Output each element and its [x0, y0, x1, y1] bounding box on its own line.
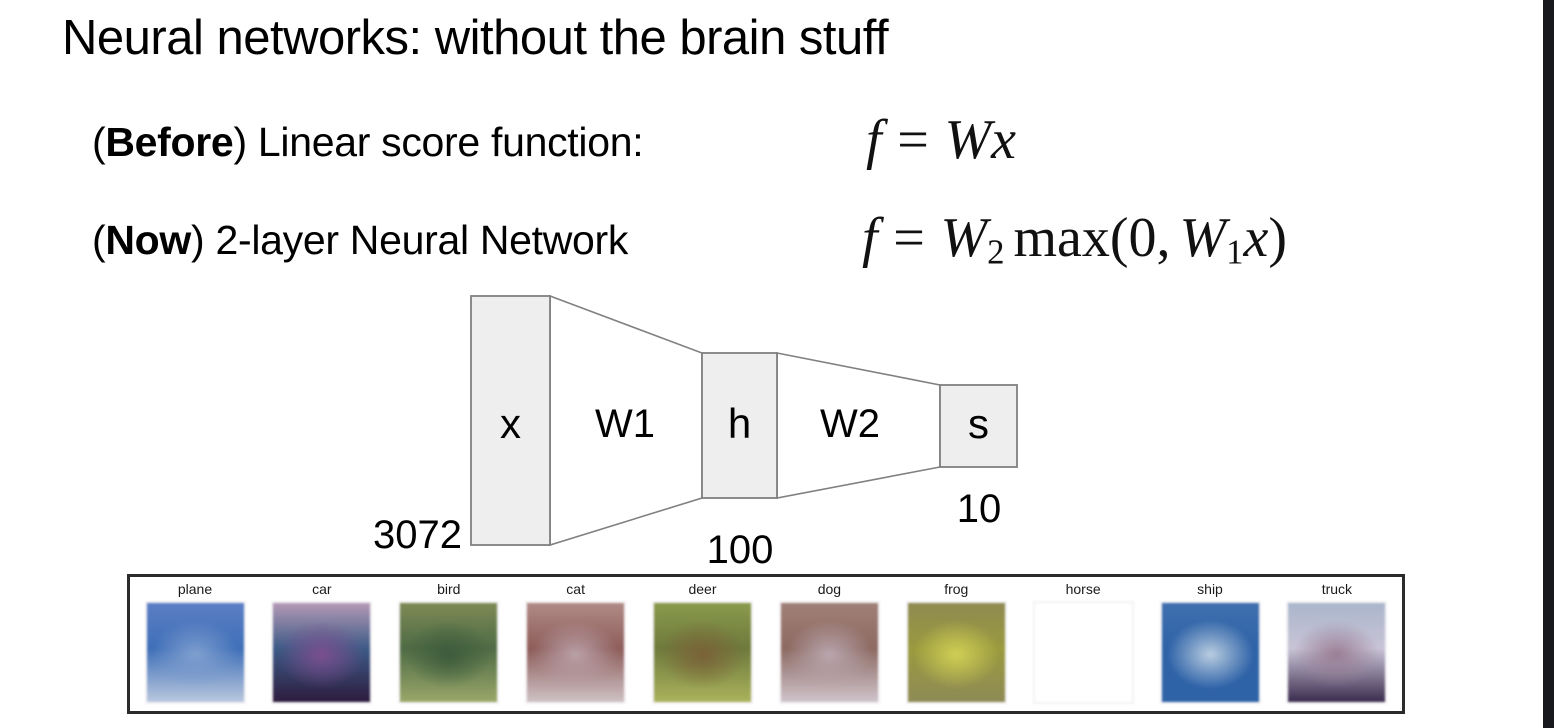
bullet-now-open-paren: ( [92, 217, 106, 263]
formula-two-layer-lparen: ( [1109, 207, 1129, 269]
cifar-class-label: dog [817, 581, 842, 597]
bullet-now-tag: Now [105, 217, 192, 263]
bullet-before-open-paren: ( [92, 119, 106, 165]
cifar-class-cell: plane [136, 581, 254, 704]
cifar-class-template-image [778, 600, 880, 704]
cifar-template-panel: plane car bird cat deer dog frog horse ship truck [127, 574, 1405, 714]
cifar-class-cell: deer [644, 581, 762, 704]
dimension-label-3072: 3072 [373, 513, 462, 557]
cifar-class-label: ship [1197, 581, 1223, 597]
formula-two-layer-W1: W [1179, 207, 1227, 269]
node-label-h: h [727, 400, 752, 447]
cifar-class-label: horse [1065, 581, 1101, 597]
formula-linear-score: f=Wx [866, 108, 1016, 172]
node-box-h [701, 352, 778, 499]
cifar-template-row: plane car bird cat deer dog frog horse ship truck [136, 581, 1396, 705]
cifar-class-label: cat [566, 581, 585, 597]
cifar-class-cell: frog [897, 581, 1015, 704]
weight-label-w2: W2 [820, 402, 880, 446]
formula-two-layer-rparen: ) [1268, 207, 1288, 269]
cifar-class-cell: dog [770, 581, 888, 704]
formula-two-layer-W1-subscript: 1 [1226, 232, 1244, 272]
formula-two-layer-zero: 0 [1128, 207, 1157, 269]
cifar-class-template-image [905, 600, 1007, 704]
cifar-class-template-image [398, 600, 500, 704]
bullet-before-text: (Before) Linear score function: [92, 119, 644, 165]
formula-linear-f: f [866, 109, 882, 171]
cifar-class-template-image [271, 600, 373, 704]
cifar-class-template-image [144, 600, 246, 704]
formula-two-layer-comma: , [1156, 207, 1171, 269]
node-box-s [939, 384, 1018, 468]
formula-two-layer-f: f [862, 207, 878, 269]
cifar-class-template-image [1032, 600, 1134, 704]
bullet-now: (Now) 2-layer Neural Network [92, 217, 629, 263]
cifar-class-label: truck [1321, 581, 1353, 597]
page-title: Neural networks: without the brain stuff [62, 11, 889, 65]
node-label-x: x [500, 400, 521, 447]
node-box-x [470, 295, 551, 546]
formula-two-layer-x: x [1243, 207, 1269, 269]
bullet-now-body: 2-layer Neural Network [204, 217, 629, 263]
cifar-class-cell: cat [517, 581, 635, 704]
formula-two-layer-W2-subscript: 2 [987, 232, 1005, 272]
cifar-class-label: car [312, 581, 332, 597]
bullet-now-text: (Now) 2-layer Neural Network [92, 217, 629, 263]
cifar-class-template-image [652, 600, 753, 704]
right-edge-band [1543, 0, 1554, 728]
cifar-class-template-image [1159, 600, 1261, 704]
bullet-before: (Before) Linear score function: [92, 119, 644, 165]
cifar-class-template-image [525, 600, 627, 704]
node-label-s: s [968, 400, 989, 447]
formula-two-layer-max: max [1013, 207, 1110, 269]
cifar-class-cell: bird [390, 581, 508, 704]
bullet-before-tag: Before [105, 119, 234, 165]
cifar-class-label: deer [688, 581, 717, 597]
cifar-class-cell: ship [1151, 581, 1269, 704]
formula-linear-x: x [991, 109, 1017, 171]
formula-linear-W: W [944, 109, 992, 171]
cifar-class-label: bird [437, 581, 461, 597]
bullet-before-close-paren: ) [233, 119, 247, 165]
cifar-class-cell: horse [1024, 581, 1142, 704]
cifar-class-cell: car [263, 581, 381, 704]
bullet-before-body: Linear score function: [246, 119, 644, 165]
cifar-class-cell: truck [1278, 581, 1396, 704]
dimension-label-100: 100 [706, 528, 774, 572]
formula-two-layer-equals: = [893, 207, 925, 269]
network-diagram-svg [470, 294, 1018, 547]
cifar-class-label: plane [177, 581, 213, 597]
network-diagram: x h s W1 W2 3072 100 10 [340, 285, 1040, 572]
formula-two-layer-W2: W [940, 207, 988, 269]
bullet-now-close-paren: ) [191, 217, 205, 263]
cifar-class-template-image [1286, 600, 1388, 704]
cifar-class-label: frog [944, 581, 969, 597]
dimension-label-10: 10 [956, 487, 1002, 531]
weight-label-w1: W1 [595, 402, 655, 446]
formula-linear-equals: = [897, 109, 929, 171]
